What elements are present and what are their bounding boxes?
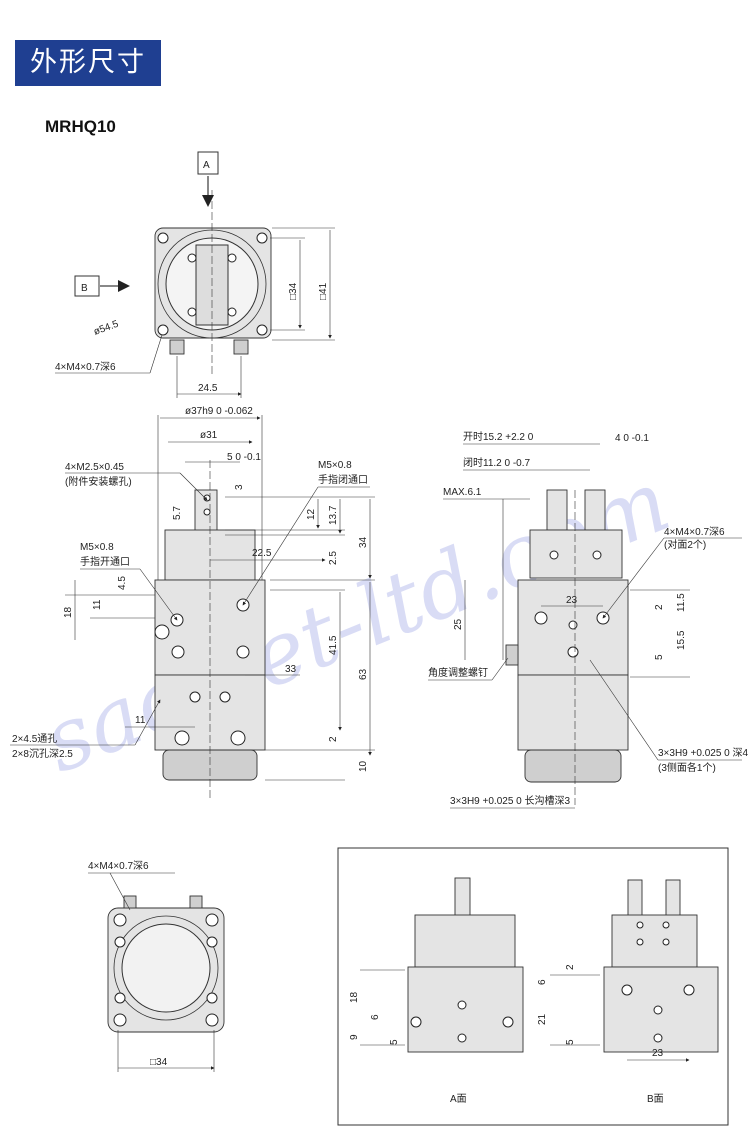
a-dim-18: 18 <box>349 991 360 1003</box>
closed-stroke-label: 闭时11.2 0 -0.7 <box>463 456 531 469</box>
a-dim-5: 5 <box>389 1039 400 1045</box>
max-label: MAX.6.1 <box>443 487 482 498</box>
dim-63: 63 <box>358 668 369 680</box>
view-b-label: B <box>81 283 88 294</box>
dim-15-5: 15.5 <box>676 630 687 650</box>
view-a-label: A <box>203 160 210 171</box>
dim-outer-dia: ø37h9 0 -0.062 <box>185 406 253 417</box>
dim-34: □34 <box>288 282 299 300</box>
model-title: MRHQ10 <box>45 117 116 136</box>
side-holes-note: (对面2个) <box>664 538 706 551</box>
dim-33: 33 <box>285 664 297 675</box>
open-stroke-label: 开时15.2 +2.2 0 <box>463 431 534 443</box>
tap-note: (附件安装螺孔) <box>65 475 132 488</box>
b-dim-6: 6 <box>537 979 548 985</box>
b-dim-23: 23 <box>652 1048 664 1059</box>
top-holes-label: 4×M4×0.7深6 <box>55 361 116 373</box>
dim-24-5: 24.5 <box>198 383 218 394</box>
b-face-label: B面 <box>647 1094 664 1105</box>
dim-3: 3 <box>234 484 245 490</box>
dim-5: 5 0 -0.1 <box>227 452 261 463</box>
dim-25: 25 <box>453 618 464 630</box>
dim-dia-31: ø31 <box>200 430 218 441</box>
pin-hole-label: 3×3H9 +0.025 0 深4 <box>658 747 749 759</box>
thru-hole-label: 2×4.5通孔 <box>12 733 57 745</box>
counterbore-label: 2×8沉孔深2.5 <box>12 747 73 760</box>
top-view: A B □34 □41 ø54.5 4×M4×0.7深6 24.5 <box>55 151 335 398</box>
dim-2: 2 <box>328 736 339 742</box>
dim-11: 11 <box>92 599 103 610</box>
side-view: 开时15.2 +2.2 0 4 0 -0.1 闭时11.2 0 -0.7 MAX… <box>428 431 749 809</box>
dim-11b: 11 <box>135 715 146 726</box>
dim-41-5: 41.5 <box>328 635 339 655</box>
dim-5-7: 5.7 <box>172 506 183 520</box>
a-dim-6: 6 <box>370 1014 381 1020</box>
dim-22-5: 22.5 <box>252 548 272 559</box>
bottom-view: 4×M4×0.7深6 □34 <box>88 860 225 1072</box>
dim-13-7: 13.7 <box>328 505 339 525</box>
port-open-label: M5×0.8 <box>80 542 114 553</box>
bottom-holes-label: 4×M4×0.7深6 <box>88 860 149 872</box>
pin-hole-note: (3侧面各1个) <box>658 761 716 774</box>
dim-2-5: 2.5 <box>328 551 339 565</box>
section-banner: 外形尺寸 <box>15 40 161 86</box>
port-open-note: 手指开通口 <box>80 555 130 568</box>
adjust-screw-label: 角度调整螺钉 <box>428 666 488 679</box>
side-holes-label: 4×M4×0.7深6 <box>664 526 725 538</box>
port-close-note: 手指闭通口 <box>318 473 368 486</box>
b-dim-21: 21 <box>537 1013 548 1025</box>
dim-dia-54-5: ø54.5 <box>92 319 120 338</box>
dim-4-5: 4.5 <box>117 576 128 590</box>
port-close-label: M5×0.8 <box>318 460 352 471</box>
a-face-label: A面 <box>450 1094 467 1105</box>
dim-18: 18 <box>63 606 74 618</box>
dim-4: 4 0 -0.1 <box>615 433 649 444</box>
tap-label: 4×M2.5×0.45 <box>65 462 124 473</box>
dim-41: □41 <box>318 282 329 300</box>
b-dim-5: 5 <box>565 1039 576 1045</box>
front-view: ø37h9 0 -0.062 ø31 5 0 -0.1 4×M2.5×0.45 … <box>10 406 375 800</box>
dim-34-bottom: □34 <box>150 1057 168 1068</box>
b-dim-2: 2 <box>565 964 576 970</box>
dim-23: 23 <box>566 595 578 606</box>
dim-2: 2 <box>654 604 665 610</box>
dim-5: 5 <box>654 654 665 660</box>
dim-10: 10 <box>358 760 369 772</box>
a-dim-9: 9 <box>349 1034 360 1040</box>
dim-11-5: 11.5 <box>676 593 687 612</box>
dim-34: 34 <box>358 536 369 548</box>
dim-12: 12 <box>306 508 317 520</box>
detail-box: 18 6 9 5 A面 2 6 21 5 23 B面 <box>337 847 729 1126</box>
slot-label: 3×3H9 +0.025 0 长沟槽深3 <box>450 794 571 807</box>
